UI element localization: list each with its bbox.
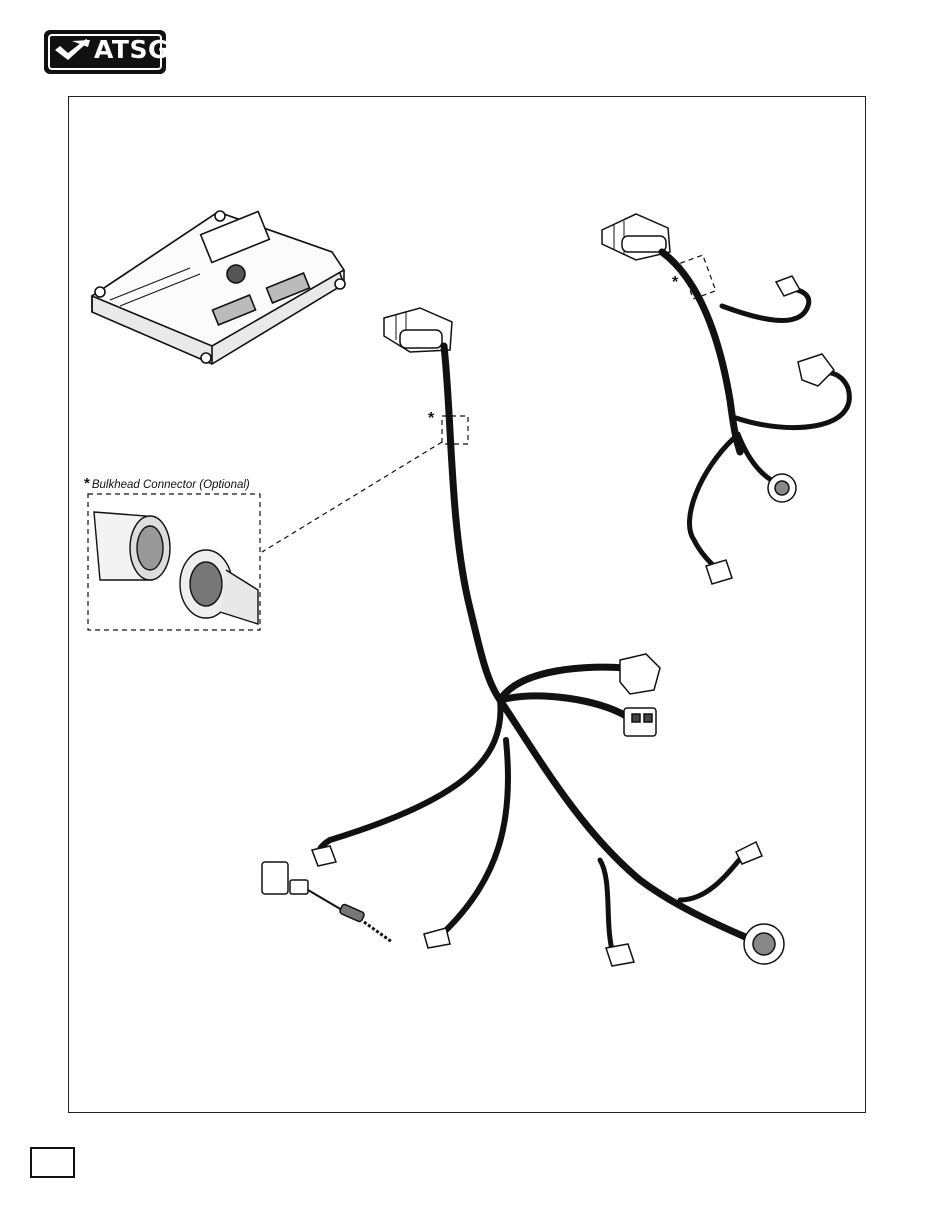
bulkhead-locators	[261, 254, 717, 553]
right-branch-connectors	[705, 275, 835, 585]
callout-text: Bulkhead Connector (Optional)	[91, 479, 250, 491]
tcm-module	[90, 210, 346, 365]
bulkhead-callout-label: *Bulkhead Connector (Optional)	[84, 475, 250, 492]
main-branch-connectors	[310, 653, 785, 967]
main-harness-wires	[315, 342, 756, 953]
atsg-logo: ATSG	[44, 30, 169, 74]
logo-text: ATSG	[94, 35, 169, 64]
right-harness-wires	[658, 248, 852, 575]
bulkhead-connector-callout	[87, 493, 261, 631]
connector-marker-right: *	[672, 274, 679, 291]
speed-sensor-lead	[261, 861, 393, 944]
right-harness-connector	[601, 213, 671, 261]
diagram-frame	[68, 96, 866, 1113]
connector-marker-left: *	[428, 410, 435, 427]
callout-marker: *	[84, 475, 90, 492]
page-number-box	[30, 1147, 75, 1178]
check-arrow-logo-icon	[55, 39, 90, 60]
main-harness-connector	[383, 307, 453, 353]
